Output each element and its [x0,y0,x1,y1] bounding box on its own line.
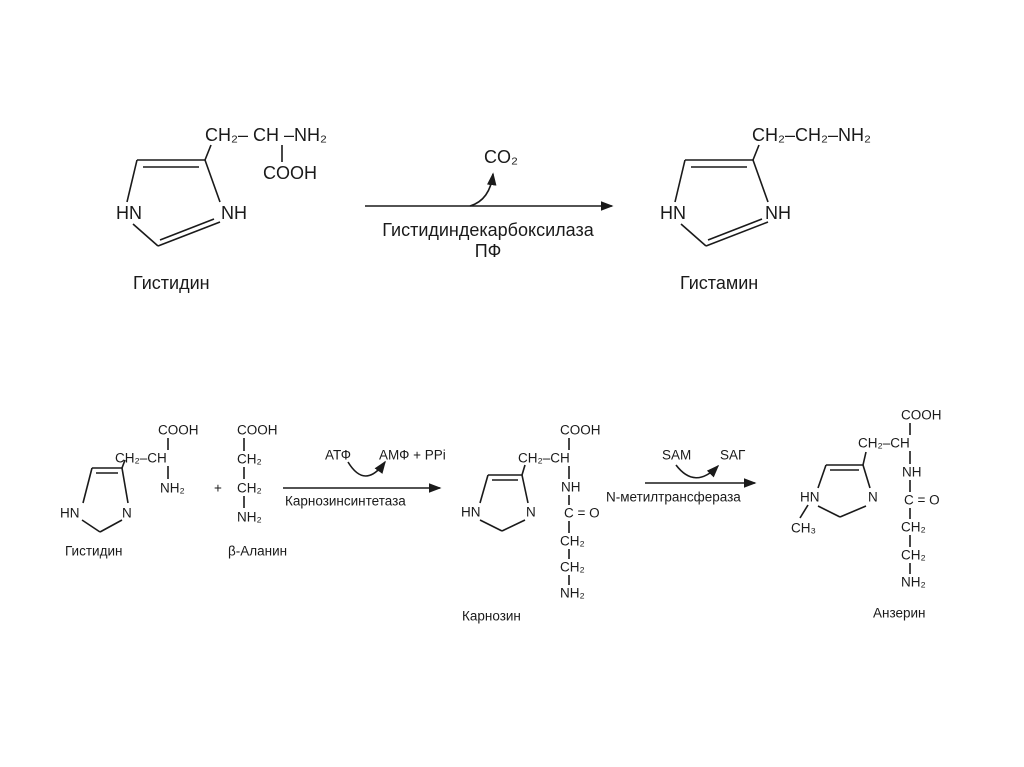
decarboxylation-arrow [365,172,614,211]
anserine-carboxyl: COOH [901,407,942,423]
methyl-group: CH₃ [791,520,816,536]
carnosine-ring [479,438,570,585]
anserine-chain: CH₂–CH [858,435,910,451]
histidine-carboxyl: COOH [158,422,199,438]
histidine-name: Гистидин [133,273,210,293]
histidine-small-ring [81,438,245,533]
alanine-carboxyl: COOH [237,422,278,438]
carnosine-nh: NH [561,479,581,495]
carnosine-carboxyl: COOH [560,422,601,438]
ring-nh-label: NH [221,203,247,223]
anserine-ch2: CH₂ [901,519,926,535]
histidine-name: Гистидин [65,543,123,559]
ring-hn-label: HN [60,505,80,521]
ring-hn-label: HN [116,203,142,223]
synthetase-arrow [283,460,442,493]
ring-hn-label: HN [660,203,686,223]
carnosine-synthetase-enzyme: Карнозинсинтетаза [285,493,406,509]
methyltransferase-enzyme: N-метилтрансфераза [606,489,741,505]
anserine-nh: NH [902,464,922,480]
anserine-name: Анзерин [873,605,926,621]
atp-label: АТФ [325,447,352,463]
sah-label: SAГ [720,447,746,463]
anserine-ring [799,423,911,574]
histidine-chain: CH₂–CH [115,450,167,466]
histamine-side-chain: CH₂–CH₂–NH₂ [752,125,871,145]
ring-nh-label: NH [765,203,791,223]
carnosine-ch2: CH₂ [560,559,585,575]
ring-hn-label: HN [800,489,820,505]
ring-hn-label: HN [461,504,481,520]
histidine-carboxyl: COOH [263,163,317,183]
amp-ppi-label: АМФ + PPi [379,447,446,463]
anserine-carbonyl: C = O [904,492,940,508]
carnosine-amino: NH₂ [560,585,585,601]
cofactor-label: ПФ [474,241,502,261]
carnosine-carbonyl: C = O [564,505,600,521]
carnosine-chain: CH₂–CH [518,450,570,466]
alanine-ch2: CH₂ [237,480,262,496]
carnosine-ch2: CH₂ [560,533,585,549]
sam-label: SAM [662,447,692,463]
methyltransferase-arrow [645,464,757,488]
histidine-amino: NH₂ [160,480,185,496]
alanine-ch2: CH₂ [237,451,262,467]
co2-byproduct: CO₂ [484,147,518,167]
carnosine-name: Карнозин [462,608,521,624]
anserine-ch2: CH₂ [901,547,926,563]
histamine-ring [674,144,769,247]
beta-alanine-name: β-Аланин [228,543,288,559]
decarboxylase-enzyme: Гистидиндекарбоксилаза [382,220,594,240]
plus-sign: + [214,480,222,496]
histidine-side-chain: CH₂– CH –NH₂ [205,125,327,145]
alanine-amino: NH₂ [237,509,262,525]
ring-n-label: N [526,504,536,520]
ring-n-label: N [122,505,132,521]
histamine-name: Гистамин [680,273,759,293]
histidine-ring [126,144,283,247]
anserine-amino: NH₂ [901,574,926,590]
ring-n-label: N [868,489,878,505]
